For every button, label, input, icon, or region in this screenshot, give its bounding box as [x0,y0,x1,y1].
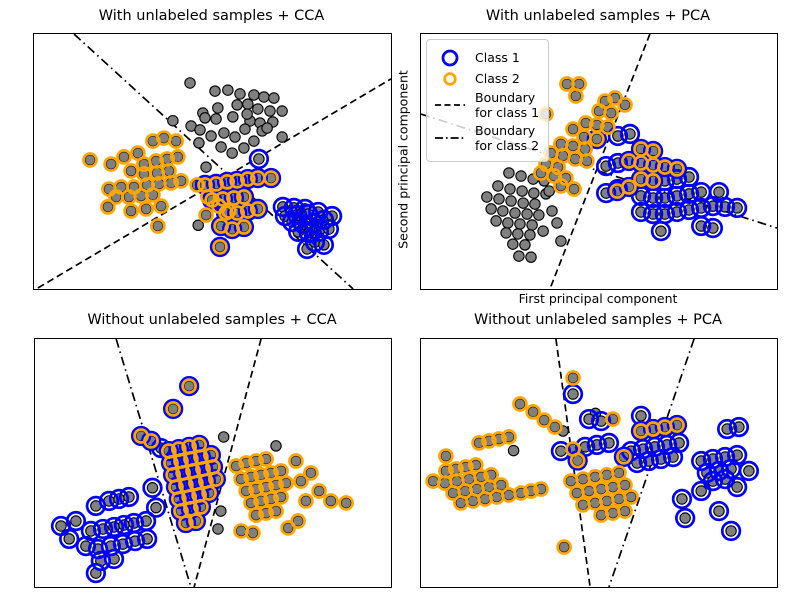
plot-area-cca-with [33,33,392,290]
class2-circle-icon [434,70,466,88]
legend-label: Class 1 [475,50,520,66]
dashdot-line-icon [434,133,466,143]
plot-area-pca-without [420,338,778,588]
y-axis-label: Second principal component [395,70,411,249]
legend-item-class1: Class 1 [434,48,539,68]
panel-title-cca-without: Without unlabeled samples + CCA [87,312,337,328]
scatter-plot-pca-with [421,34,777,289]
scatter-plot-cca-with [37,34,391,289]
scatter-plot-pca-without [425,339,760,587]
plot-area-cca-without [34,338,392,588]
panel-title-pca-without: Without unlabeled samples + PCA [474,312,722,328]
class1-circle-icon [434,48,466,68]
legend-item-class2: Class 2 [434,70,539,88]
panel-title-pca-with: With unlabeled samples + PCA [485,8,711,24]
panel-title-cca-with: With unlabeled samples + CCA [98,8,325,24]
legend-label: Class 2 [475,71,520,87]
dashed-line-icon [434,100,466,110]
x-axis-label: First principal component [518,291,678,306]
scatter-plot-cca-without [50,339,354,587]
